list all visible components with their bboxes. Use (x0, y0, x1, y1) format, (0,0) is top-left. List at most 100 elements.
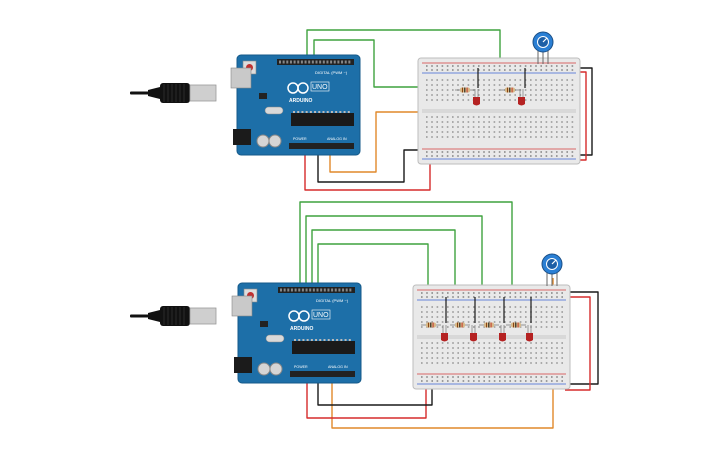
breadboard[interactable] (417, 57, 581, 165)
hole (545, 321, 548, 323)
rail-hole (504, 65, 506, 67)
rail-hole (457, 155, 459, 157)
hole (426, 362, 428, 364)
hole (550, 136, 553, 138)
rail-hole (545, 380, 548, 382)
hole (540, 326, 543, 328)
potentiometer-icon[interactable] (532, 31, 554, 64)
hole (535, 99, 537, 101)
hole (452, 99, 454, 101)
header-pin (322, 60, 325, 64)
hole (431, 316, 433, 318)
rail-hole (519, 376, 522, 378)
hole (540, 316, 543, 318)
board-pcb[interactable] (237, 282, 362, 384)
usb-cable-icon (130, 83, 217, 103)
hole (462, 121, 464, 123)
rail-hole (530, 155, 532, 157)
hole (421, 347, 423, 349)
rail-hole (483, 69, 485, 71)
hole (504, 306, 506, 308)
hole (436, 321, 439, 323)
hole (530, 121, 532, 123)
hole (566, 131, 568, 133)
header-pin (348, 60, 351, 64)
hole (467, 136, 470, 138)
hole (493, 131, 496, 133)
hole (530, 131, 532, 133)
resistor-icon (479, 322, 499, 328)
hole (561, 99, 563, 101)
hole (421, 316, 423, 318)
brand-label: ARDUINO (289, 98, 312, 104)
hole (545, 121, 548, 123)
rail-hole (452, 376, 454, 378)
chip-pin (336, 339, 339, 341)
hole (426, 321, 428, 323)
hole (530, 84, 532, 86)
hole (551, 321, 553, 323)
hole (493, 316, 496, 318)
chip-pin (335, 111, 338, 113)
hole (519, 136, 522, 138)
hole (499, 362, 501, 364)
hole (493, 121, 496, 123)
hole (530, 347, 532, 349)
rail-hole (421, 292, 423, 294)
rail-hole (566, 151, 568, 153)
resistor-icon (506, 322, 526, 328)
infinity-logo-icon (298, 310, 310, 322)
wire-green (299, 201, 513, 318)
hole (457, 306, 459, 308)
rail-hole (566, 69, 568, 71)
resistor-band (428, 322, 429, 328)
hole (509, 306, 511, 308)
hole (452, 121, 454, 123)
resistor-band (430, 322, 432, 328)
hole (431, 311, 433, 313)
hole (436, 99, 438, 101)
hole (556, 79, 558, 81)
hole (530, 99, 532, 101)
hole (483, 136, 485, 138)
hole (499, 316, 501, 318)
hole (519, 131, 522, 133)
rail-hole (551, 292, 553, 294)
rail-hole (535, 380, 537, 382)
header-pin (327, 288, 330, 292)
rail-hole (467, 376, 470, 378)
hole (462, 362, 465, 364)
hole (551, 352, 553, 354)
hole (493, 306, 496, 308)
rail-hole (478, 380, 480, 382)
rail-hole (556, 376, 558, 378)
led-body (441, 333, 448, 342)
hole (504, 131, 506, 133)
board-pcb[interactable] (236, 54, 361, 156)
potentiometer-icon[interactable] (541, 253, 563, 286)
hole (441, 89, 444, 91)
hole (457, 94, 459, 96)
hole (540, 94, 542, 96)
hole (519, 311, 522, 313)
rail-hole (551, 376, 553, 378)
breadboard[interactable] (412, 284, 571, 390)
rail-hole (540, 69, 542, 71)
hole (571, 116, 574, 118)
rail-hole (504, 69, 506, 71)
hole (457, 347, 459, 349)
hole (457, 79, 459, 81)
hole (462, 131, 464, 133)
rail-hole (421, 380, 423, 382)
hole (483, 342, 485, 344)
resistor-band (488, 322, 490, 328)
hole (535, 306, 537, 308)
resistor-band (513, 322, 514, 328)
usb-plug-body (160, 83, 190, 103)
hole (426, 347, 428, 349)
rail-hole (561, 380, 563, 382)
hole (525, 321, 527, 323)
